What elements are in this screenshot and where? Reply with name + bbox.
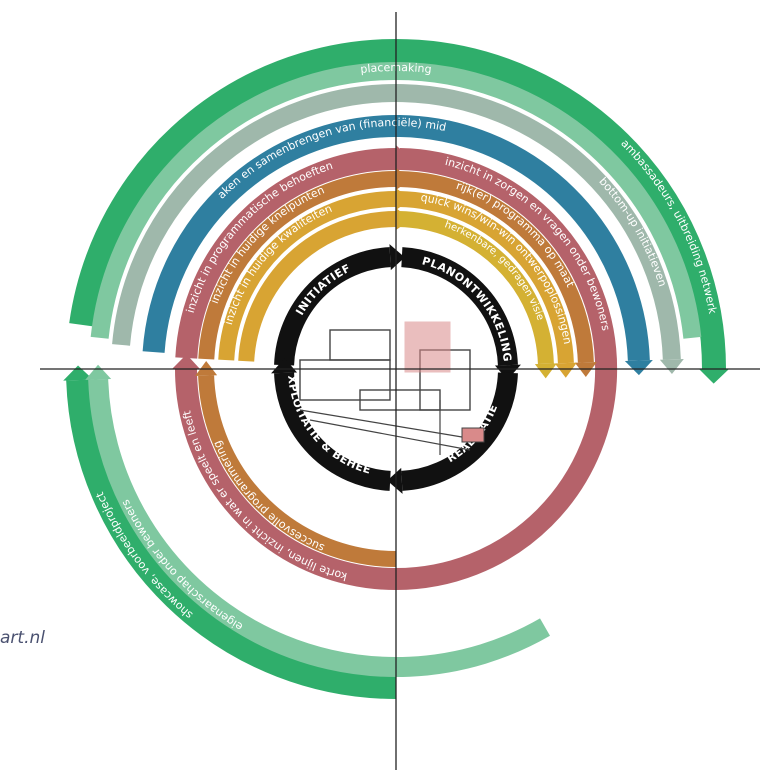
ring-eigenaarschap-arrow — [85, 364, 112, 380]
sketch-building — [329, 329, 391, 361]
ring-korte-lijnen — [175, 368, 397, 590]
ring-financiele-middelen-arrow — [624, 360, 653, 376]
urban-sketch-illustration — [299, 321, 485, 455]
ring-ambassadeurs — [69, 38, 726, 370]
sketch-building — [299, 359, 391, 401]
ring-bottom-up — [112, 84, 681, 360]
phase-ring-segment — [274, 372, 391, 491]
phase-ring-segment — [401, 247, 518, 366]
ring-herkenbare-visie — [398, 211, 554, 365]
sketch-street — [309, 419, 471, 451]
ring-financiele-middelen — [142, 115, 650, 361]
ring-quick-wins-arrow — [554, 362, 577, 378]
phase-label-initiatief: INITIATIEF — [293, 262, 353, 318]
ring-showcase-arrow — [63, 365, 94, 381]
ring-quick-wins — [398, 191, 574, 364]
phase-ring-segment — [401, 372, 518, 491]
ring-ambassadeurs-arrow — [699, 369, 729, 384]
phase-ring-arrow — [387, 467, 403, 494]
ring-eigenaarschap — [88, 379, 550, 678]
ring-knelpunten — [198, 171, 397, 360]
ring-korte-lijnen-arrow — [172, 354, 200, 369]
ring-kwaliteiten — [218, 191, 397, 361]
ring-programmatische-behoeften — [175, 148, 397, 359]
phase-ring-arrow — [389, 244, 405, 271]
ring-rijk-programma — [399, 171, 594, 363]
sketch-highlighted-building — [404, 321, 451, 373]
ring-zorgen — [395, 148, 618, 590]
sketch-crate — [461, 427, 485, 443]
ring-bottom-up-arrow — [659, 358, 684, 375]
ring-successvolle-programmering — [198, 375, 397, 567]
ring-kwaliteiten-inner — [238, 211, 397, 362]
ring-showcase — [66, 379, 397, 699]
source-credit: art.nl — [0, 628, 45, 648]
sketch-street — [299, 409, 481, 441]
ring-herkenbare-visie-arrow — [534, 363, 557, 379]
phase-ring-segment — [274, 247, 391, 366]
